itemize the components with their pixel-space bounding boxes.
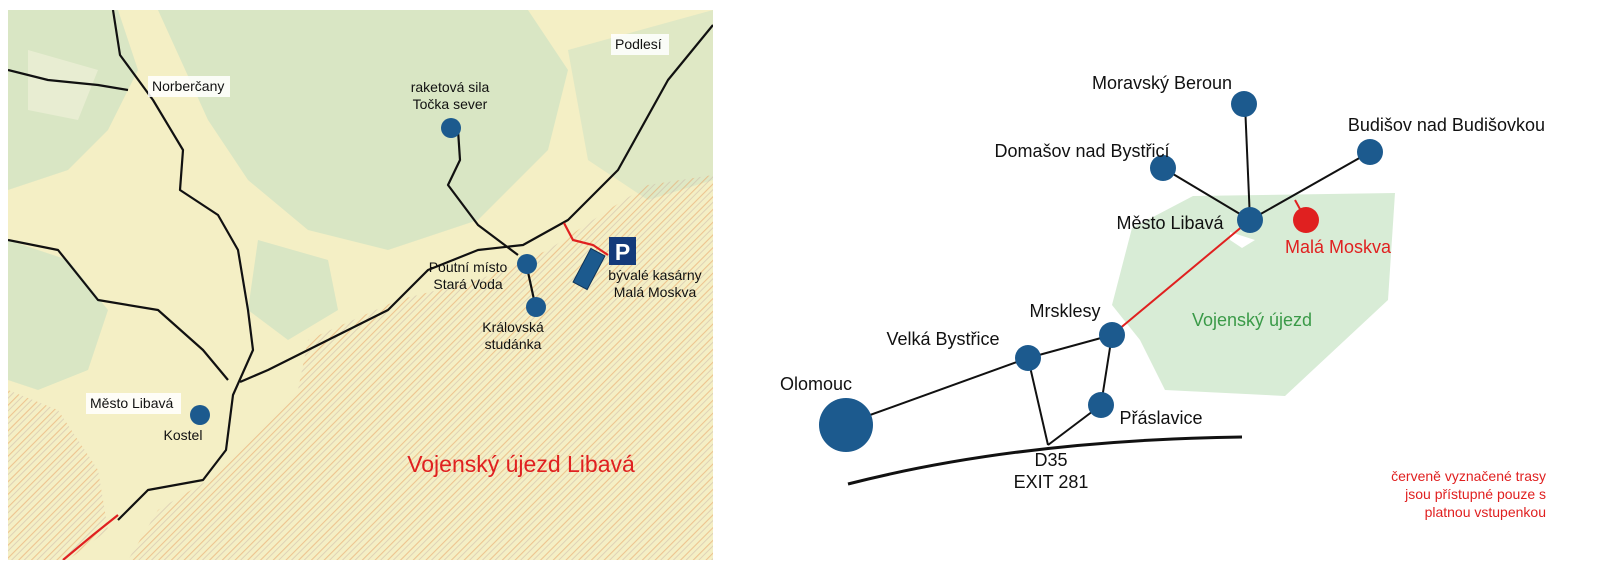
node-mrsklesy [1099,322,1125,348]
label-raketova-sila: raketová sila [411,79,490,95]
parking-icon: P [615,239,630,265]
parking-sign [609,237,636,265]
label-studanka: studánka [485,336,542,352]
node-mesto-libava [1237,207,1263,233]
poi-poutni-misto [517,254,537,274]
restricted-route-southwest [62,514,119,560]
poi-kralovska-studanka [526,297,546,317]
label-budisov: Budišov nad Budišovkou [1348,115,1545,135]
road-west-north [111,10,255,521]
node-olomouc [819,398,873,452]
note-line-1: červeně vyznačené trasy [1391,468,1546,484]
forest-areas [8,10,713,390]
label-domasov: Domašov nad Bystřicí [994,141,1169,161]
label-zone: Vojenský újezd [1192,310,1312,330]
label-podlesi: Podlesí [615,36,662,52]
military-zone-hatch [128,175,713,560]
topographic-map: P Norberčany Podlesí raketová sila Točka… [8,10,713,560]
label-stara-voda: Stará Voda [433,276,502,292]
node-budisov [1357,139,1383,165]
label-kasarny: bývalé kasárny [608,267,701,283]
military-zone-hatch-west [8,390,108,560]
node-mala-moskva [1293,207,1319,233]
label-mrsklesy: Mrsklesy [1030,301,1101,321]
label-poutni-misto: Poutní místo [429,259,508,275]
label-military-zone: Vojenský újezd Libavá [407,451,635,477]
schematic-diagram: Moravský Beroun Budišov nad Budišovkou D… [760,0,1601,587]
military-zone-area [1112,193,1395,396]
node-domasov [1150,155,1176,181]
label-velka-bystrice: Velká Bystřice [886,329,999,349]
label-kostel: Kostel [164,427,203,443]
node-praslavice [1088,392,1114,418]
roads [8,10,713,521]
restricted-routes [62,222,609,560]
highway-d35 [847,435,1243,486]
label-praslavice: Přáslavice [1119,408,1202,428]
road-main-northeast [239,24,713,384]
label-mala-moskva: Malá Moskva [614,284,697,300]
label-mesto-libava: Město Libavá [1116,213,1224,233]
label-olomouc: Olomouc [780,374,852,394]
restricted-route-kasarny [563,222,609,256]
poi-kostel [190,405,210,425]
road-northwest [8,68,129,92]
label-highway-d35: D35 [1034,450,1067,470]
note-line-3: platnou vstupenkou [1425,504,1546,520]
building-kasarny [572,247,606,291]
road-west-mid [8,238,229,381]
label-norbercany: Norberčany [152,78,224,94]
label-mesto-libava: Město Libavá [90,395,173,411]
node-velka-bystrice [1015,345,1041,371]
label-kralovska: Královská [482,319,544,335]
poi-raketova-sila [441,118,461,138]
road-to-silo [446,129,519,256]
note-line-2: jsou přístupné pouze s [1404,486,1546,502]
label-moravsky-beroun: Moravský Beroun [1092,73,1232,93]
label-exit-281: EXIT 281 [1014,472,1089,492]
label-mala-moskva: Malá Moskva [1285,237,1392,257]
node-moravsky-beroun [1231,91,1257,117]
road-links [844,103,1371,446]
label-tocka-sever: Točka sever [413,96,488,112]
